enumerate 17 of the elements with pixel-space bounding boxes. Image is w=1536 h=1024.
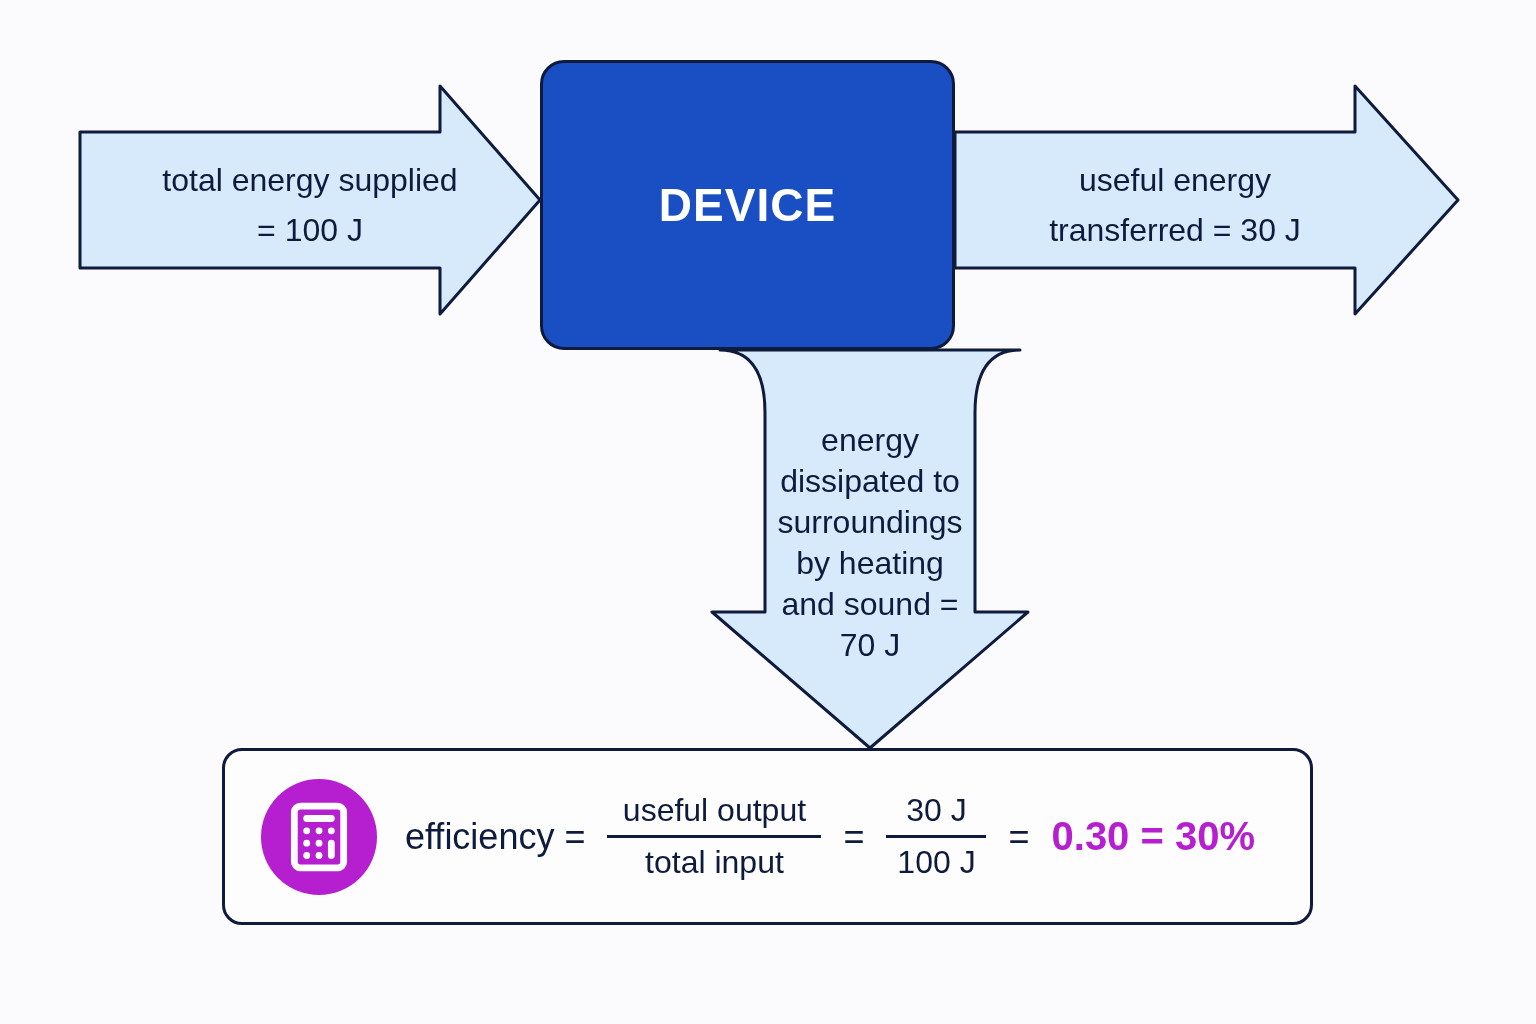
device-label: DEVICE [658, 178, 837, 232]
block-arrow [78, 84, 542, 316]
edge-label: total energy supplied = 100 J [161, 161, 459, 250]
result-text: 0.30 = 30% [1051, 814, 1255, 859]
denominator: total input [645, 844, 784, 881]
formula-panel [222, 748, 1313, 925]
numerator: useful output [622, 792, 807, 829]
block-arrow [953, 84, 1460, 316]
device-box [540, 60, 955, 350]
numerator: 30 J [906, 792, 967, 829]
equals-sign: = [843, 815, 865, 858]
denominator: 100 J [897, 844, 976, 881]
edge-label: useful energy transferred = 30 J [1048, 161, 1302, 250]
edge-label: energy dissipated to surroundings by heating and sound = 70 J [776, 421, 964, 665]
formula-text: efficiency = [405, 815, 586, 858]
equals-sign: = [1008, 815, 1030, 858]
block-arrow [710, 348, 1030, 750]
